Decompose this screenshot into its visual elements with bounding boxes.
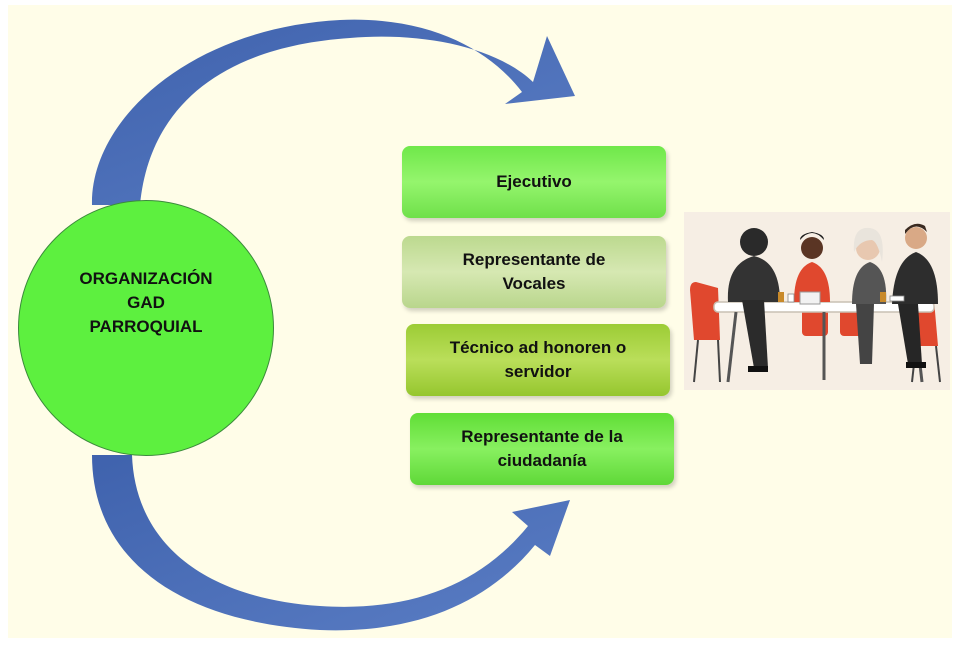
role-box-line: ciudadanía: [497, 451, 587, 470]
role-box-vocales: Representante de Vocales: [402, 236, 666, 308]
role-box-ejecutivo: Ejecutivo: [402, 146, 666, 218]
role-box-line: Ejecutivo: [496, 172, 572, 191]
role-box-line: Técnico ad honoren o: [449, 338, 627, 357]
center-node-line: PARROQUIAL: [89, 317, 203, 336]
bottom-curved-arrow: [92, 455, 570, 631]
role-box-line: servidor: [504, 362, 572, 381]
role-box-tecnico: Técnico ad honoren o servidor: [406, 324, 670, 396]
role-box-line: Vocales: [502, 274, 566, 293]
top-curved-arrow: [91, 19, 576, 206]
role-box-line: Representante de: [462, 250, 606, 269]
team-meeting-illustration: [684, 212, 950, 390]
center-node-label: ORGANIZACIÓN GAD PARROQUIAL: [61, 267, 231, 339]
center-node-line: ORGANIZACIÓN: [79, 269, 213, 288]
center-node-line: GAD: [127, 293, 165, 312]
center-organization-node: ORGANIZACIÓN GAD PARROQUIAL: [18, 200, 274, 456]
role-box-ciudadania: Representante de la ciudadanía: [410, 413, 674, 485]
role-box-line: Representante de la: [461, 427, 623, 446]
